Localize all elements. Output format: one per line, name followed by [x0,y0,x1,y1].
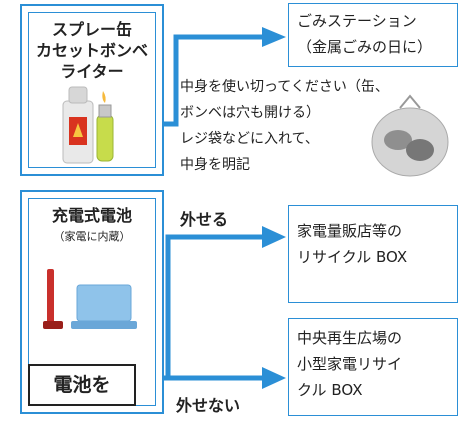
can-remove-label: 外せる [180,210,229,229]
spray-note-line-4: 中身を明記 [180,157,250,173]
arrowhead-garbage-station [262,27,286,47]
spray-note-line-3: レジ袋などに入れて、 [180,131,319,147]
laptop-icon [76,284,132,322]
spray-note-line-1: 中身を使い切ってください（缶、 [180,79,389,95]
vacuum-cleaner-icon [47,269,54,327]
spray-can-title: スプレー缶 カセットボンベ ライター [29,19,155,82]
arrowhead-central-plaza [262,367,286,389]
spray-note-line-2: ボンベは穴も開ける） [180,105,320,121]
battery-title: 充電式電池 [51,206,132,225]
central-plaza-box: 中央再生広場の 小型家電リサイ クル BOX [288,318,458,416]
spray-title-line-3: ライター [60,62,124,81]
electronics-store-box: 家電量販店等の リサイクル BOX [288,205,458,303]
arrowhead-electronics-store [262,226,286,248]
garbage-station-line-1: ごみステーション [297,12,417,30]
arrow-to-electronics-store [165,234,262,378]
spray-title-line-2: カセットボンベ [35,41,148,60]
electronics-store-line-1: 家電量販店等の [297,222,403,240]
spray-can-box: スプレー缶 カセットボンベ ライター [20,4,164,176]
central-plaza-line-2: 小型家電リサイ [297,355,403,373]
spray-note: 中身を使い切ってください（缶、 ボンベは穴も開ける） レジ袋などに入れて、 中身… [180,74,465,178]
garbage-station-box: ごみステーション （金属ごみの日に） [288,3,458,67]
spray-can-illustration [62,86,114,164]
battery-box: 充電式電池 （家電に内蔵） 電池を [20,190,164,414]
battery-subtitle: （家電に内蔵） [53,230,131,243]
spray-title-line-1: スプレー缶 [51,20,132,39]
central-plaza-line-1: 中央再生広場の [297,329,403,347]
garbage-station-line-2: （金属ごみの日に） [297,38,433,56]
cannot-remove-label: 外せない [176,396,241,415]
battery-device-illustration [43,269,137,329]
arrow-to-garbage-station [163,34,262,127]
electronics-store-line-2: リサイクル BOX [297,248,408,266]
spray-can-inner: スプレー缶 カセットボンベ ライター [28,12,156,168]
remove-battery-label: 電池を [28,364,136,406]
central-plaza-line-3: クル BOX [297,381,363,399]
